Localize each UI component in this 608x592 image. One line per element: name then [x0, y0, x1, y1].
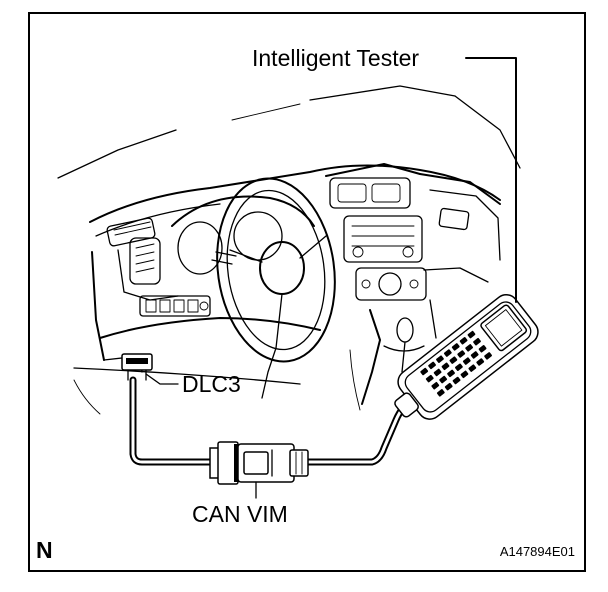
- dlc3-connector: [121, 353, 153, 381]
- dlc3-label: DLC3: [182, 371, 241, 397]
- figure-id: A147894E01: [500, 544, 575, 559]
- dlc3-leader-line: [145, 373, 179, 385]
- can-vim-label: CAN VIM: [192, 501, 288, 527]
- keypad: [420, 330, 492, 397]
- orientation-marker: N: [36, 537, 53, 563]
- tester-leader-line: [465, 57, 517, 303]
- figure-frame: [28, 12, 586, 572]
- dashboard-illustration: [57, 85, 521, 415]
- intelligent-tester-device: [394, 294, 539, 420]
- intelligent-tester-label: Intelligent Tester: [252, 45, 419, 71]
- cable-dlc3-to-vim: [129, 376, 216, 466]
- can-vim-module: [209, 441, 309, 485]
